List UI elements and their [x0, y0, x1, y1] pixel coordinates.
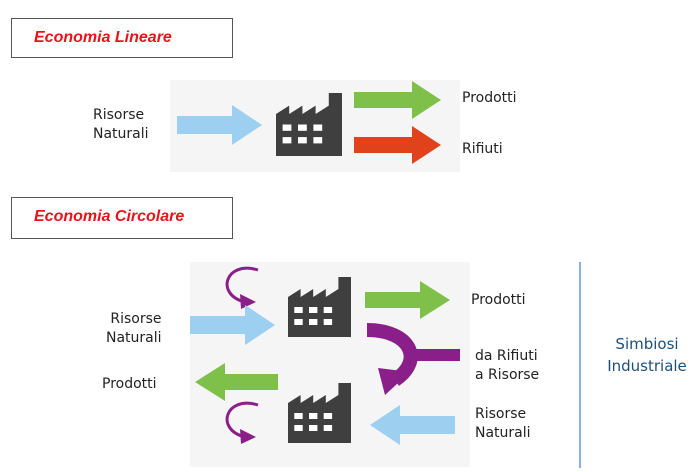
- circular-input-label: Risorse Naturali: [106, 311, 162, 346]
- left-products-arrow: [195, 363, 278, 401]
- linear-input-arrow: [177, 105, 262, 145]
- factory-icon: [288, 277, 351, 337]
- factory-icon: [276, 93, 342, 156]
- linear-waste-arrow: [354, 126, 441, 164]
- left-products-label: Prodotti: [102, 376, 157, 392]
- curved-arrow-icon: [225, 266, 259, 309]
- linear-economy-title: Economia Lineare: [11, 18, 233, 58]
- linear-waste-label: Rifiuti: [462, 141, 503, 157]
- linear-input-label: Risorse Naturali: [93, 107, 149, 142]
- circular-right-input-label: Risorse Naturali: [475, 406, 531, 441]
- circular-right-input-arrow: [370, 405, 455, 445]
- linear-products-arrow: [354, 81, 441, 119]
- linear-products-label: Prodotti: [462, 90, 517, 106]
- curved-arrow-icon: [225, 401, 259, 444]
- loop-label: da Rifiuti a Risorse: [475, 348, 540, 383]
- circular-economy-title: Economia Circolare: [11, 197, 233, 239]
- factory-icon: [288, 383, 351, 443]
- industrial-symbiosis-label: Simbiosi Industriale: [607, 335, 687, 375]
- circular-products-arrow: [365, 281, 450, 319]
- curved-arrow-icon: [366, 323, 460, 395]
- circular-products-label: Prodotti: [471, 292, 526, 308]
- circular-input-arrow: [190, 305, 275, 345]
